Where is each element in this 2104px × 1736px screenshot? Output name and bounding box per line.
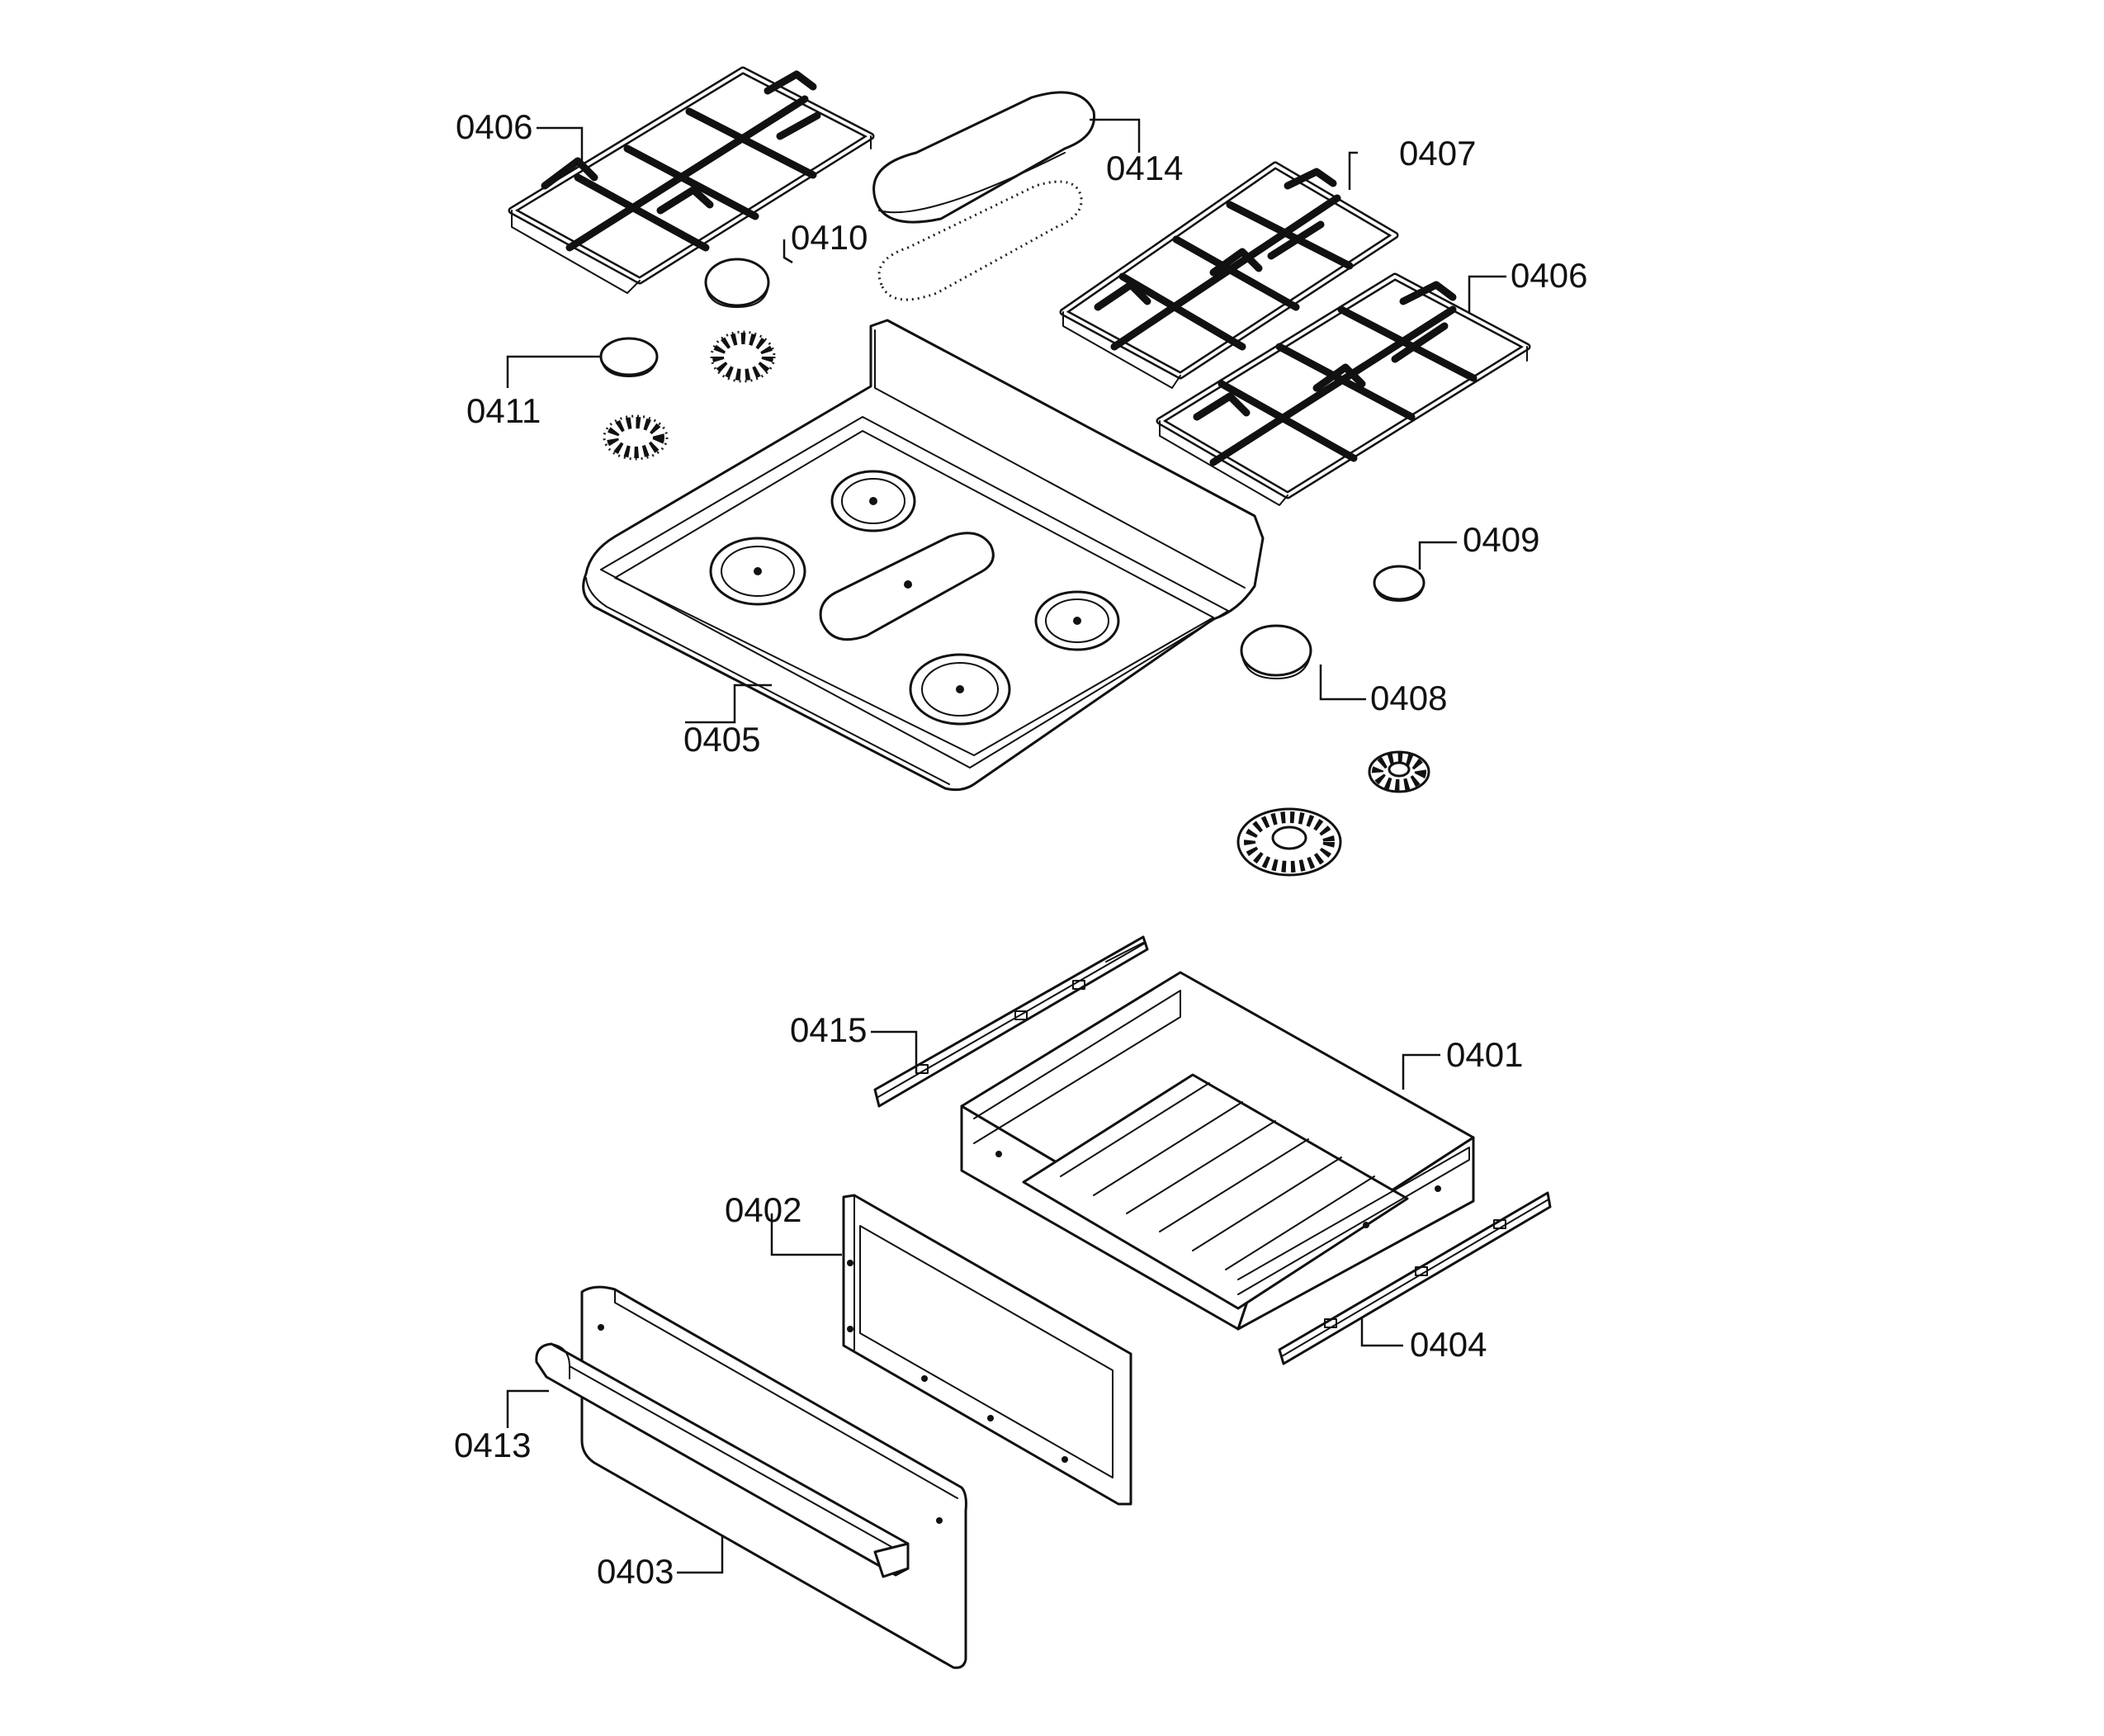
grate-right-back-0407 [1059, 161, 1399, 389]
grate-right-front-0406 [1156, 272, 1531, 506]
label-0401: 0401 [1446, 1035, 1523, 1074]
cooktop-0405 [582, 319, 1265, 792]
label-0411: 0411 [466, 391, 541, 430]
drawer-frame-0402 [842, 1194, 1132, 1506]
label-0406-right: 0406 [1511, 256, 1587, 295]
label-0410: 0410 [791, 218, 868, 257]
burner-base-left-back [710, 330, 776, 383]
drawer-body-0401 [960, 971, 1475, 1331]
part-labels: 0406 0414 0407 0410 0406 0411 0409 0408 … [454, 107, 1587, 1591]
burner-base-right-small [1368, 750, 1430, 793]
label-0408: 0408 [1370, 679, 1447, 717]
burner-base-left-front [603, 414, 669, 461]
drawer-rail-0404 [1278, 1191, 1552, 1365]
label-0413: 0413 [454, 1426, 531, 1464]
burner-cap-0411 [599, 337, 659, 377]
label-0407: 0407 [1399, 134, 1476, 173]
label-0415: 0415 [790, 1010, 867, 1049]
leader-lines [506, 118, 1506, 1574]
grate-left-0406 [508, 66, 875, 294]
label-0404: 0404 [1410, 1325, 1487, 1364]
label-0406-left: 0406 [456, 107, 532, 146]
burner-cap-0408 [1240, 624, 1312, 679]
drawer-handle-0413 [535, 1342, 910, 1578]
burner-cap-0410 [704, 258, 770, 308]
label-0409: 0409 [1463, 520, 1539, 559]
burner-cap-0409 [1373, 565, 1426, 602]
label-0414: 0414 [1106, 149, 1183, 187]
label-0403: 0403 [597, 1552, 674, 1591]
burner-base-right-large [1236, 807, 1342, 877]
label-0405: 0405 [683, 720, 760, 759]
griddle-cover-0414 [872, 91, 1096, 301]
label-0402: 0402 [725, 1190, 801, 1229]
drawer-rail-0415 [873, 935, 1149, 1108]
